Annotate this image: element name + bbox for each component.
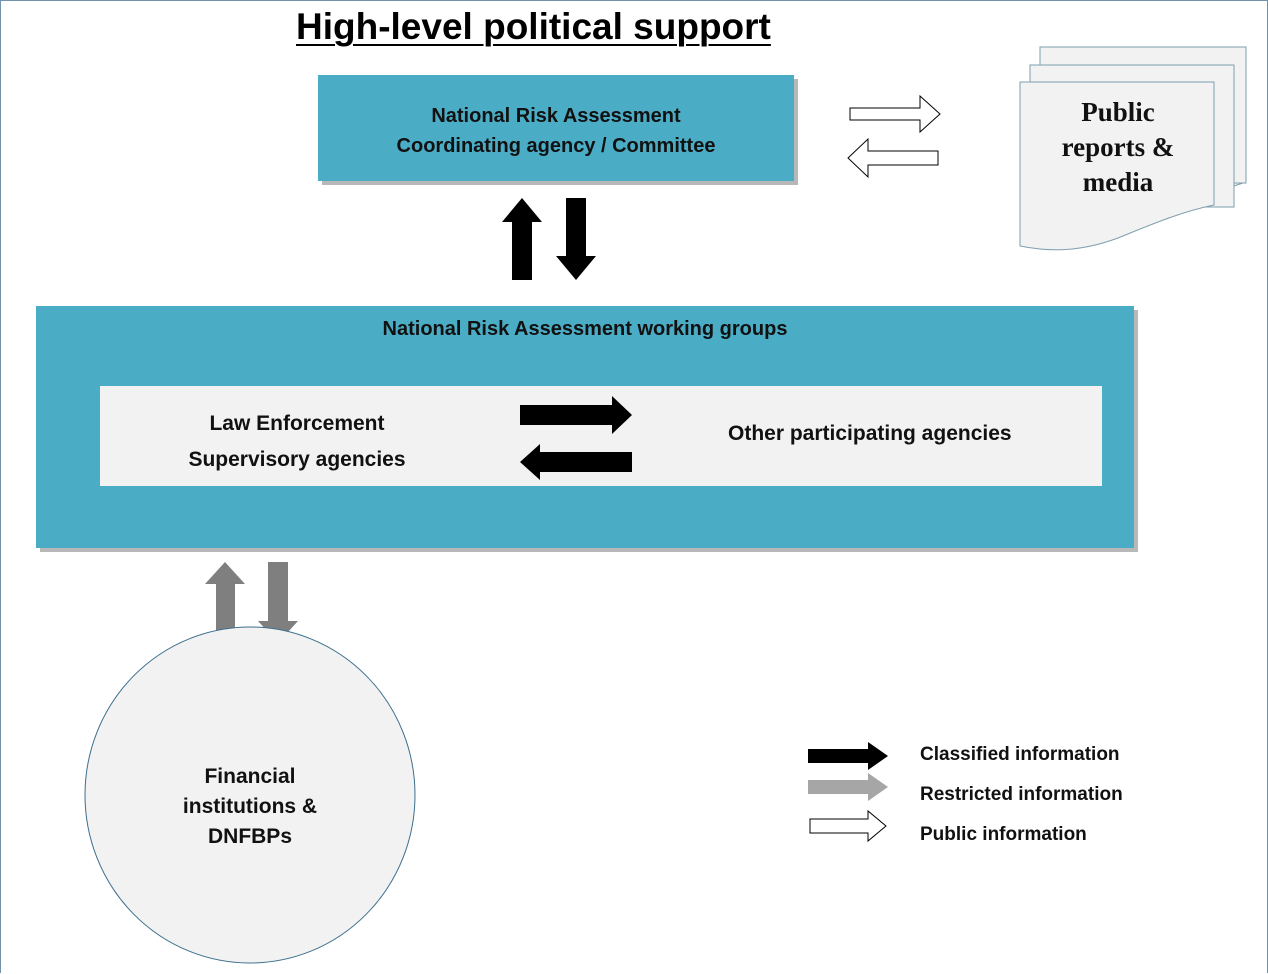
classified-arrow-left	[520, 444, 632, 480]
financial-line-3: DNFBPs	[207, 825, 292, 848]
financial-line-2: institutions &	[182, 795, 318, 818]
classified-arrow-right	[520, 396, 632, 434]
legend-restricted-arrow	[808, 773, 888, 801]
public-arrow-left	[847, 137, 939, 179]
other-agencies-label: Other participating agencies	[728, 422, 1012, 445]
legend-public-arrow	[809, 809, 887, 843]
financial-institutions-label: Financial institutions & DNFBPs	[150, 762, 350, 852]
classified-arrow-down	[556, 198, 596, 280]
law-enforcement-line-2: Supervisory agencies	[188, 448, 406, 471]
public-reports-document-icon	[1019, 46, 1247, 251]
coordinating-agency-box: National Risk Assessment Coordinating ag…	[318, 75, 794, 181]
legend-classified-arrow	[808, 742, 888, 770]
law-enforcement-label: Law Enforcement Supervisory agencies	[160, 406, 434, 478]
coordinating-line-1: National Risk Assessment	[431, 105, 681, 127]
restricted-arrow-up	[205, 562, 245, 643]
public-reports-line-2: reports &	[1061, 132, 1175, 162]
diagram-title: High-level political support	[296, 6, 771, 47]
legend-classified-label: Classified information	[920, 744, 1120, 765]
public-reports-label: Public reports & media	[1030, 95, 1206, 200]
working-groups-title: National Risk Assessment working groups	[382, 318, 788, 340]
public-reports-line-1: Public	[1081, 97, 1155, 127]
coordinating-agency-label: National Risk Assessment Coordinating ag…	[318, 101, 794, 161]
legend-restricted-label: Restricted information	[920, 784, 1123, 805]
financial-line-1: Financial	[204, 765, 296, 788]
legend-public-label: Public information	[920, 824, 1087, 845]
restricted-arrow-down	[258, 562, 298, 643]
classified-arrow-up	[502, 198, 542, 280]
working-groups-box: National Risk Assessment working groups …	[36, 306, 1134, 548]
public-arrow-right	[849, 94, 941, 134]
law-enforcement-line-1: Law Enforcement	[209, 412, 385, 435]
financial-institutions-circle	[84, 626, 416, 964]
public-reports-line-3: media	[1082, 167, 1154, 197]
coordinating-line-2: Coordinating agency / Committee	[396, 135, 716, 157]
